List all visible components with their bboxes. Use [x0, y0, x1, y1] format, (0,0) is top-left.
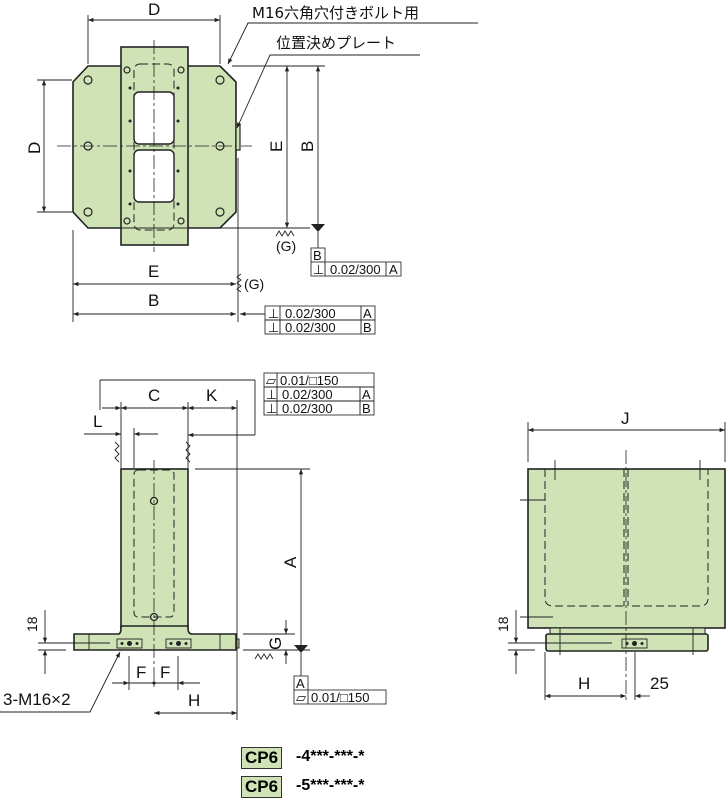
svg-text:A: A [389, 262, 398, 277]
dim-g: G [266, 637, 285, 650]
fcf-bottom: ⊥ 0.02/300 A ⊥ 0.02/300 B [264, 305, 376, 335]
front-view: C K L ▱ 0.01/□150 ⊥ 0.02/300 A ⊥ 0.02/30… [0, 372, 387, 720]
surface-mark-g-1: (G) [276, 238, 296, 254]
dim-b-vertical: B [298, 141, 317, 152]
positioning-plate [235, 124, 241, 151]
svg-text:A: A [362, 387, 371, 402]
dim-c: C [148, 386, 160, 405]
model-code-1: -4***-***-* [296, 748, 365, 765]
dim-j: J [621, 409, 630, 428]
fcf-right: ⊥ 0.02/300 A [310, 261, 402, 277]
svg-text:B: B [362, 401, 371, 416]
dim-k: K [206, 386, 218, 405]
svg-text:▱: ▱ [266, 373, 276, 388]
thread-callout: 3-M16×2 [3, 690, 71, 709]
svg-text:A: A [363, 306, 372, 321]
dim-d-top: D [148, 0, 160, 19]
column-front [120, 468, 189, 628]
svg-text:⊥: ⊥ [266, 387, 277, 402]
svg-text:0.02/300: 0.02/300 [282, 401, 333, 416]
dim-h-front: H [188, 691, 200, 710]
svg-text:0.01/□150: 0.01/□150 [311, 690, 369, 705]
callout-bolt: M16六角穴付きボルト用 [252, 4, 419, 22]
dim-18-front: 18 [24, 616, 40, 632]
model-badge-1: CP6 [241, 747, 283, 769]
svg-text:⊥: ⊥ [266, 401, 277, 416]
svg-text:⊥: ⊥ [268, 306, 279, 321]
svg-text:0.01/□150: 0.01/□150 [280, 373, 338, 388]
dim-f-right: F [160, 663, 170, 682]
surface-mark-g-2: (G) [244, 276, 264, 292]
svg-text:0.02/300: 0.02/300 [330, 262, 381, 277]
dim-l: L [93, 412, 102, 431]
svg-text:0.02/300: 0.02/300 [285, 320, 336, 335]
fcf-front-top: ▱ 0.01/□150 ⊥ 0.02/300 A ⊥ 0.02/300 B [263, 372, 375, 416]
svg-text:▱: ▱ [296, 690, 306, 705]
model-badge-2: CP6 [241, 776, 283, 798]
datum-b: B [313, 248, 322, 263]
svg-text:⊥: ⊥ [313, 262, 324, 277]
callout-plate: 位置決めプレート [276, 34, 396, 52]
dim-e-horizontal: E [148, 262, 159, 281]
dim-d-left: D [25, 142, 44, 154]
datum-a: A [296, 676, 305, 691]
dim-18-side: 18 [495, 616, 511, 632]
base-front [73, 625, 237, 651]
svg-text:⊥: ⊥ [268, 320, 279, 335]
fcf-flatness: ▱ 0.01/□150 [293, 689, 387, 705]
top-view: D D E B (G) B ⊥ 0.02/300 A E [25, 0, 478, 335]
dim-a: A [281, 556, 300, 568]
side-body [527, 468, 726, 629]
dim-b-horizontal: B [148, 291, 159, 310]
svg-text:0.02/300: 0.02/300 [285, 306, 336, 321]
dim-f-left: F [136, 663, 146, 682]
dim-25: 25 [650, 674, 669, 693]
bolt-holes [83, 66, 225, 225]
dim-h-side: H [578, 674, 590, 693]
side-view: J 18 H 25 [495, 409, 726, 700]
svg-text:B: B [363, 320, 372, 335]
dim-e-vertical: E [267, 141, 286, 152]
svg-text:0.02/300: 0.02/300 [282, 387, 333, 402]
model-code-2: -5***-***-* [296, 777, 365, 794]
